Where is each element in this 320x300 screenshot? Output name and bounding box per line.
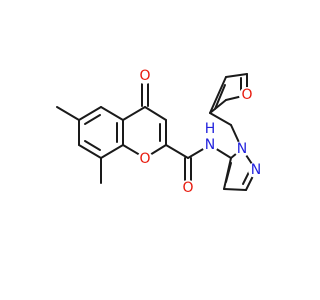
atom-n-amide: N (205, 137, 215, 153)
atom-n-pyrazole-1: N (237, 141, 247, 157)
atom-o-furan: O (241, 87, 252, 103)
label-background (248, 162, 264, 178)
bond (209, 76, 227, 114)
bond (100, 106, 124, 121)
bond-double-inner (84, 140, 101, 151)
bond-double-inner (214, 84, 226, 110)
bond (144, 106, 167, 121)
bond-double-inner (225, 162, 232, 183)
bond (209, 99, 227, 114)
bond (122, 106, 146, 121)
bond (209, 112, 232, 126)
bond (56, 106, 80, 121)
bond (78, 144, 102, 159)
atom-o-amide: O (182, 180, 193, 196)
label-background (203, 122, 217, 136)
label-background (239, 87, 255, 103)
bonds (56, 73, 257, 191)
atom-h-amide: H (205, 121, 216, 137)
bond-double-inner (84, 114, 101, 125)
label-background (234, 141, 250, 157)
bond (225, 73, 248, 78)
bond (78, 106, 102, 121)
atom-o-ring: O (139, 151, 150, 167)
label-background (202, 137, 218, 153)
label-background (137, 68, 153, 84)
atom-n-pyrazole-2: N (251, 162, 261, 178)
label-background (180, 180, 196, 196)
bond (165, 144, 189, 159)
molecule-canvas: O O O N H N N O (56, 68, 264, 196)
label-background (137, 151, 153, 167)
molecule-structure-diagram: O O O N H N N O (56, 68, 264, 196)
bond (223, 188, 247, 191)
atom-o-carbonyl: O (139, 68, 150, 84)
atom-labels: O O O N H N N O (137, 68, 264, 196)
bond (100, 144, 124, 159)
